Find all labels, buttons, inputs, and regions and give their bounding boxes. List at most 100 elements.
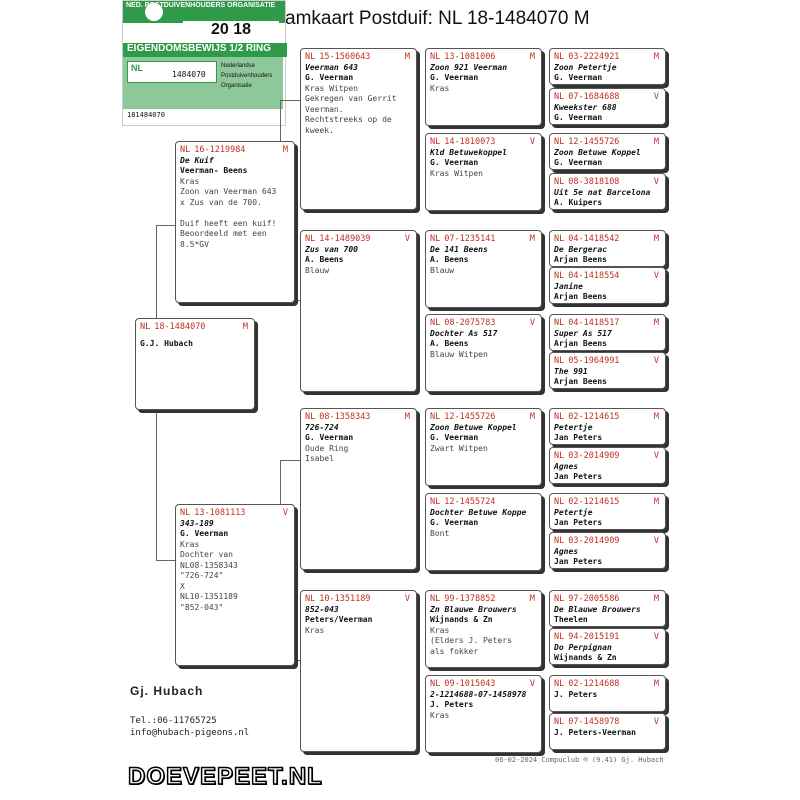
ring-country: NL	[305, 52, 316, 62]
page-title: amkaart Postduif: NL 18-1484070 M	[285, 8, 590, 29]
bird-owner: G. Veerman	[554, 113, 603, 122]
bird-owner: A. Beens	[430, 255, 469, 264]
bird-owner: J. Peters-Veerman	[554, 727, 636, 737]
ring-code: 15-1560643	[319, 52, 371, 62]
bird-owner: Theelen	[554, 615, 588, 624]
bird-owner: Arjan Beens	[554, 377, 607, 386]
ring-code: 03-2014909	[568, 451, 620, 461]
bird-owner: G. Veerman	[180, 529, 229, 538]
bird-owner: Jan Peters	[554, 472, 603, 481]
sex-label: M	[653, 594, 659, 604]
bird-color: Kras	[430, 625, 450, 635]
card-barcode: 181484070	[127, 111, 165, 119]
ring-code: 13-1081006	[444, 52, 496, 62]
ring-country: NL	[554, 594, 565, 604]
bird-note: Zoon van Veerman 643 x Zus van de 700. D…	[180, 187, 277, 249]
ring-country: NL	[180, 145, 191, 155]
ring-country: NL	[305, 412, 316, 422]
sex-label: M	[404, 52, 410, 62]
ring-country: NL	[305, 234, 316, 244]
bird-owner: G. Veerman	[305, 433, 354, 442]
card-year: 20 18	[183, 21, 279, 43]
bird-name: Super As 517	[554, 328, 612, 338]
ring-code: 12-1455724	[444, 497, 496, 507]
bird-color: Zwart Witpen	[430, 443, 488, 453]
sex-label: M	[653, 318, 659, 328]
bird-name: Agnes	[554, 461, 579, 471]
ring-code: 09-1015043	[444, 679, 496, 689]
ring-code: 07-1458978	[568, 717, 620, 727]
ring-country: NL	[554, 271, 565, 281]
ring-code: 02-1214615	[568, 412, 620, 422]
ring-code: 14-1810073	[444, 137, 496, 147]
bird-owner: G. Veerman	[430, 158, 479, 167]
bird-note: (Elders J. Peters als fokker	[430, 636, 512, 656]
bird-name: Kld Betuwekoppel	[430, 147, 508, 157]
sex-label: M	[653, 412, 659, 422]
bird-owner: Arjan Beens	[554, 339, 607, 348]
bird-owner: J. Peters	[430, 700, 474, 709]
contact-email[interactable]: info@hubach-pigeons.nl	[130, 728, 250, 738]
bird-note: Gekregen van Gerrit Veerman. Rechtstreek…	[305, 94, 397, 135]
sex-label: V	[529, 318, 535, 328]
sex-label: V	[404, 594, 410, 604]
bird-name: Dochter As 517	[430, 328, 498, 338]
ring-country: NL	[554, 92, 565, 102]
sex-label: M	[653, 234, 659, 244]
ring-country: NL	[430, 137, 441, 147]
sex-label: V	[653, 92, 659, 102]
bird-owner: G.J. Hubach	[140, 338, 193, 348]
bird-name: Zoon Petertje	[554, 62, 617, 72]
ring-code: 08-3818108	[568, 177, 620, 187]
ring-code: 05-1964991	[568, 356, 620, 366]
sex-label: V	[653, 177, 659, 187]
bird-owner: A. Beens	[305, 255, 344, 264]
bird-name: Kweekster 688	[554, 102, 617, 112]
ring-code: 08-1358343	[319, 412, 371, 422]
bird-name: Zoon 921 Veerman	[430, 62, 508, 72]
bird-color: Kras	[180, 176, 200, 186]
ring-country: NL	[430, 412, 441, 422]
